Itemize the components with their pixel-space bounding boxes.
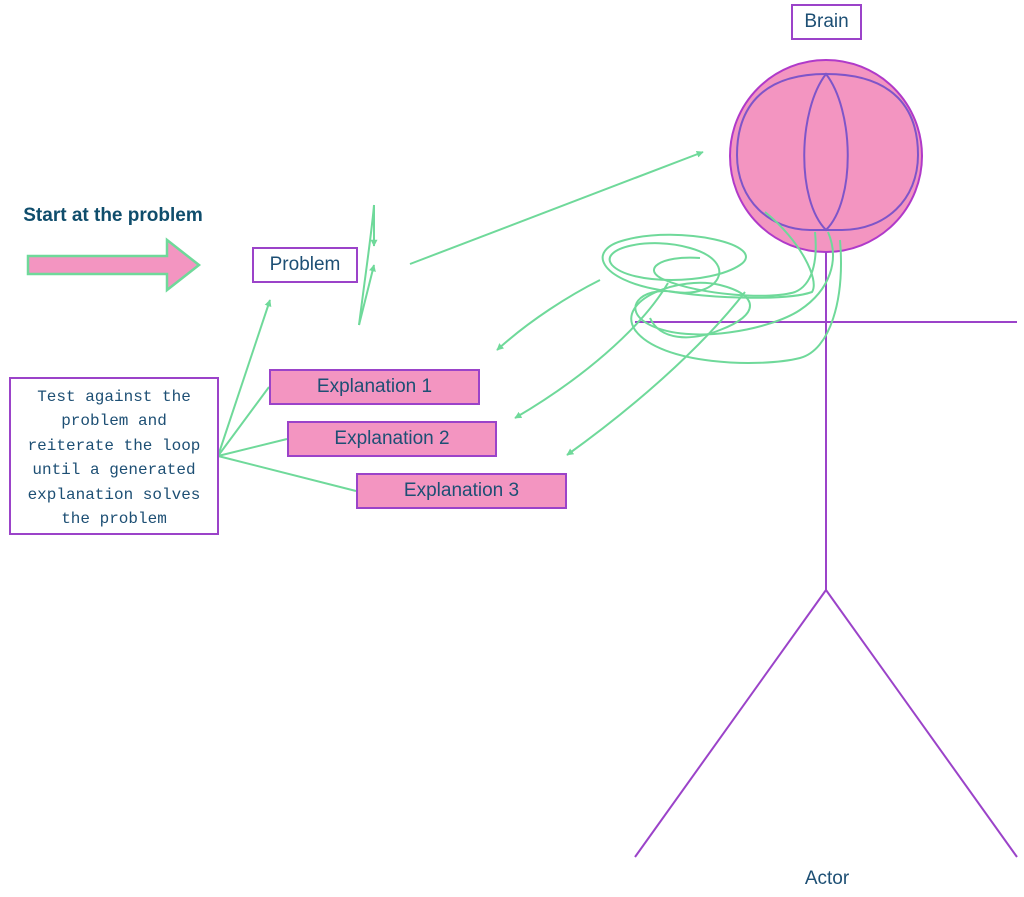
problem-box: Problem [252, 247, 358, 283]
explanation-3-box: Explanation 3 [356, 473, 567, 509]
brain-to-explanation-arrows [496, 279, 746, 456]
test-arrows [217, 299, 357, 492]
explanation-1-box: Explanation 1 [269, 369, 480, 405]
start-arrow [26, 237, 202, 293]
zigzag-arrows [358, 204, 378, 326]
explanation-2-box: Explanation 2 [287, 421, 497, 457]
start-label: Start at the problem [23, 205, 203, 226]
actor-figure [634, 252, 1018, 858]
test-loop-box: Test against the problem and reiterate t… [9, 377, 219, 535]
actor-label: Actor [804, 868, 850, 889]
arrow-to-brain [409, 150, 704, 265]
brain-label: Brain [791, 4, 862, 40]
thought-scribble [601, 211, 842, 364]
brain-shape [729, 59, 923, 253]
